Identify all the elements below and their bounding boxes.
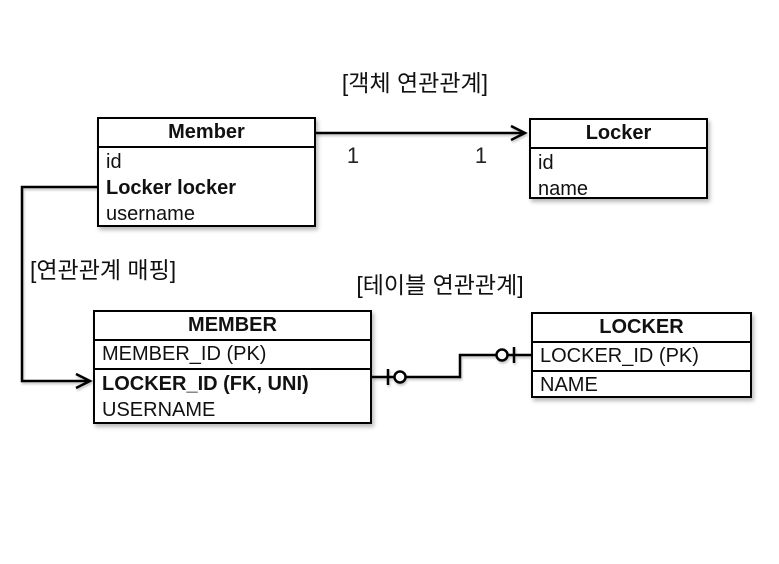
- locker-table-title: LOCKER: [533, 314, 750, 343]
- member-table-box: MEMBER MEMBER_ID (PK) LOCKER_ID (FK, UNI…: [93, 310, 372, 424]
- table-association-title: [테이블 연관관계]: [356, 272, 524, 298]
- locker-class-title: Locker: [531, 120, 706, 149]
- column-locker-id-pk: LOCKER_ID (PK): [533, 343, 750, 372]
- mapping-arrow: [20, 185, 97, 390]
- table-association-connector: [372, 347, 531, 385]
- multiplicity-left: 1: [346, 143, 360, 168]
- member-class-box: Member id Locker locker username: [97, 117, 316, 227]
- field-id: id: [106, 151, 122, 173]
- locker-class-fields: id name: [531, 149, 706, 202]
- object-association-arrow: [316, 124, 528, 142]
- column-locker-id-fk: LOCKER_ID (FK, UNI): [102, 373, 309, 395]
- arrowhead-icon: [510, 124, 528, 142]
- column-name: NAME: [540, 374, 598, 396]
- member-class-title: Member: [99, 119, 314, 148]
- zero-circle-left-icon: [393, 370, 407, 384]
- arrowhead-icon: [75, 372, 93, 390]
- field-id: id: [538, 152, 554, 174]
- field-name: name: [538, 178, 589, 200]
- column-member-id-pk: MEMBER_ID (PK): [95, 341, 370, 370]
- field-locker-locker: Locker locker: [106, 177, 237, 199]
- multiplicity-right: 1: [474, 143, 488, 168]
- member-table-title: MEMBER: [95, 312, 370, 341]
- locker-table-box: LOCKER LOCKER_ID (PK) NAME: [531, 312, 752, 398]
- mapping-label: [연관관계 매핑]: [30, 257, 177, 283]
- locker-class-box: Locker id name: [529, 118, 708, 202]
- member-table-columns: LOCKER_ID (FK, UNI) USERNAME: [95, 370, 370, 423]
- member-class-fields: id Locker locker username: [99, 148, 314, 227]
- zero-circle-right-icon: [495, 348, 509, 362]
- column-username: USERNAME: [102, 399, 216, 421]
- field-username: username: [106, 203, 195, 225]
- object-association-title: [객체 연관관계]: [341, 70, 489, 96]
